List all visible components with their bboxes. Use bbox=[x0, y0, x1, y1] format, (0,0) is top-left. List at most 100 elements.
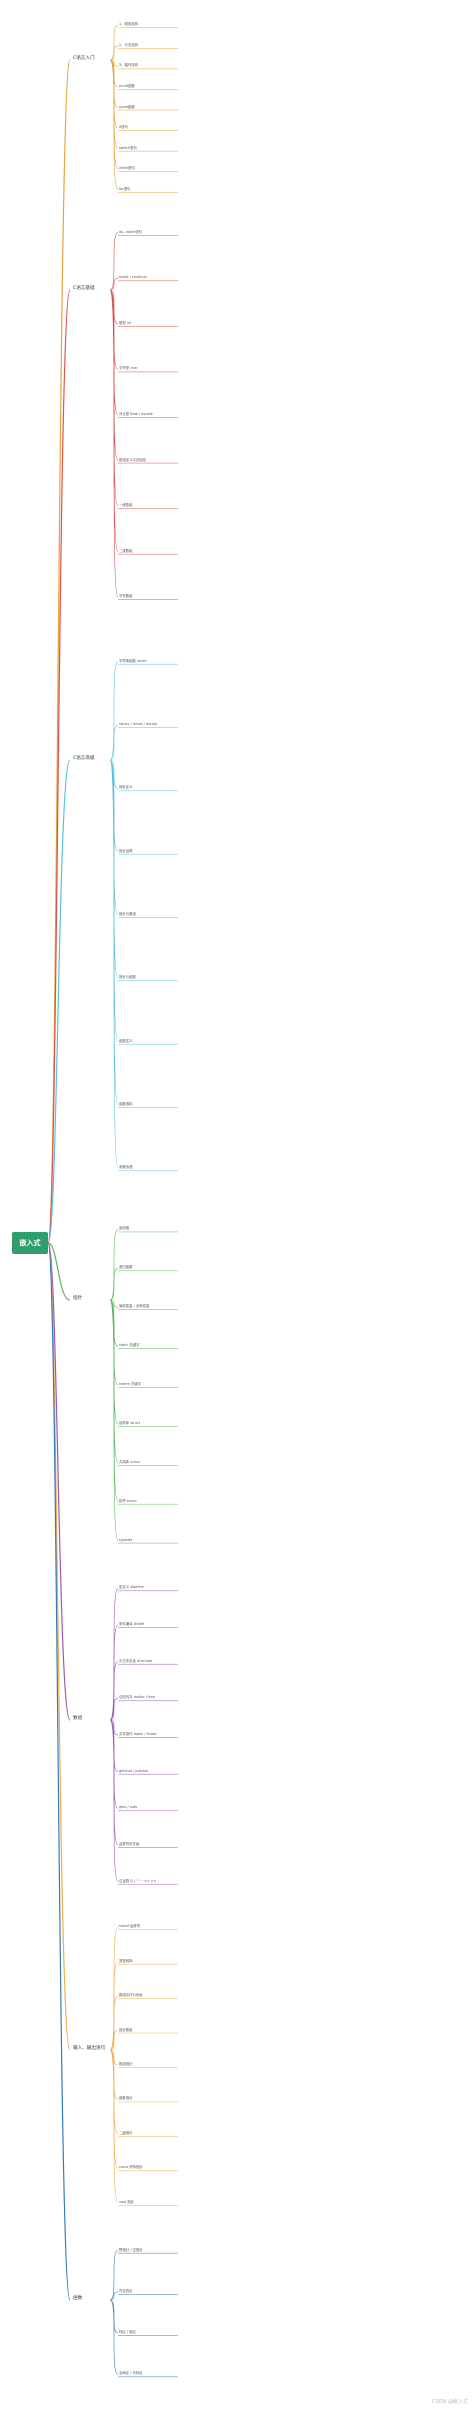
leaf-text: 函数指针 bbox=[119, 2096, 133, 2101]
leaf-text: 指针定义 bbox=[119, 785, 133, 790]
leaf-connector bbox=[109, 1961, 119, 2051]
leaf-text: 枚举 enum bbox=[119, 1498, 137, 1503]
leaf-text: 全局区 / 代码区 bbox=[119, 2371, 143, 2376]
branch-label: 指针 bbox=[72, 1296, 84, 1302]
root-label: 嵌入式 bbox=[19, 1239, 41, 1247]
leaf-connector bbox=[109, 1299, 119, 1541]
branch-connector bbox=[47, 759, 71, 1244]
leaf-text: switch语句 bbox=[119, 145, 137, 150]
leaf-text: typedef bbox=[119, 1537, 133, 1542]
branch-connector bbox=[47, 1242, 71, 1301]
leaf-text: 运算符优先级 bbox=[119, 1842, 140, 1846]
leaf-text: while语句 bbox=[119, 166, 135, 171]
leaf-text: 文件操作 fopen / fclose bbox=[119, 1732, 157, 1736]
leaf-text: 结构体 struct bbox=[119, 1420, 141, 1425]
leaf-connector bbox=[109, 232, 119, 291]
leaf-text: 内存四区 bbox=[119, 2288, 133, 2293]
leaf-connector bbox=[109, 1719, 119, 1882]
leaf-text: 整型 int bbox=[119, 320, 132, 325]
branch-label: 输入、输出语句 bbox=[72, 2046, 107, 2052]
leaf-text: 指针与数组 bbox=[119, 912, 136, 916]
leaf-connector bbox=[109, 24, 119, 61]
leaf-connector bbox=[109, 1698, 119, 1721]
leaf-text: 头文件包含 #include bbox=[119, 1658, 153, 1663]
connector-lines bbox=[47, 24, 178, 2378]
leaf-connector bbox=[109, 1299, 119, 1308]
leaf-text: 指针与函数 bbox=[119, 975, 136, 980]
leaf-text: 位运算 & | ^ ~ << >> bbox=[119, 1878, 157, 1883]
leaf-text: 一维数组 bbox=[119, 503, 133, 508]
leaf-connector bbox=[109, 2049, 119, 2204]
branch-connector bbox=[47, 1242, 71, 2051]
leaf-connector bbox=[109, 2299, 119, 2375]
leaf-text: 1、顺序结构 bbox=[119, 22, 139, 27]
branch-label: 函数 bbox=[72, 2296, 84, 2302]
leaf-connector bbox=[109, 1661, 119, 1721]
branch-connector bbox=[47, 1242, 71, 2301]
leaf-text: 浮点型 float / double bbox=[119, 412, 153, 416]
leaf-text: 栈区 / 堆区 bbox=[119, 2330, 136, 2335]
leaf-text: 野指针 / 空指针 bbox=[119, 2247, 143, 2252]
leaf-connector bbox=[109, 2250, 119, 2301]
branch-label: C语言入门 bbox=[72, 56, 96, 62]
leaf-text: 二维数组 bbox=[119, 548, 133, 553]
leaf-text: for语句 bbox=[119, 186, 131, 191]
leaf-connector bbox=[109, 59, 119, 191]
leaf-text: 局部变量 / 全局变量 bbox=[119, 1304, 150, 1309]
leaf-connector bbox=[109, 2030, 119, 2051]
watermark: CSDN @嵌入式 bbox=[432, 2399, 468, 2405]
leaf-text: 函数定义 bbox=[119, 1038, 133, 1043]
leaf-text: 2、分支结构 bbox=[119, 42, 139, 47]
leaf-connector bbox=[109, 759, 119, 789]
leaf-text: do...while语句 bbox=[119, 229, 143, 234]
leaf-text: 字符型 char bbox=[119, 366, 138, 371]
leaf-text: 二级指针 bbox=[119, 2130, 133, 2135]
leaf-connector bbox=[109, 661, 119, 761]
leaf-text: 数组指针 bbox=[119, 2062, 133, 2066]
leaf-text: 参数传递 bbox=[119, 1165, 133, 1170]
leaf-text: void 指针 bbox=[119, 2199, 135, 2204]
leaf-connector bbox=[109, 1229, 119, 1301]
leaf-text: 数组名作为地址 bbox=[119, 1993, 143, 1998]
leaf-text: gets / puts bbox=[119, 1805, 138, 1810]
leaf-text: sizeof 运算符 bbox=[119, 1924, 141, 1929]
branch-label: C语言高级 bbox=[72, 756, 96, 762]
branch-connector bbox=[47, 1242, 71, 1721]
leaf-text: strcpy / strcat / strcmp bbox=[119, 722, 158, 726]
leaf-text: 函数调用 bbox=[119, 1102, 133, 1106]
leaf-text: 类型转换 bbox=[119, 1958, 133, 1963]
leaf-text: 3、循环结构 bbox=[119, 63, 139, 68]
leaf-text: 动态内存 malloc / free bbox=[119, 1695, 155, 1700]
leaf-text: 字符串函数 strlen bbox=[119, 658, 147, 663]
leaf-connector bbox=[109, 1624, 119, 1721]
leaf-text: if语句 bbox=[119, 125, 128, 130]
leaf-text: break / continue bbox=[119, 275, 147, 280]
leaf-text: extern 关键字 bbox=[119, 1382, 142, 1386]
branch-connector bbox=[47, 59, 71, 1244]
branch-label: C语言基础 bbox=[72, 286, 96, 292]
leaf-text: getchar / putchar bbox=[119, 1768, 149, 1773]
leaf-connector bbox=[109, 759, 119, 1169]
branch-label: 数组 bbox=[72, 1716, 84, 1722]
leaf-connector bbox=[109, 45, 119, 61]
leaf-text: 指针数组 bbox=[119, 2027, 133, 2032]
root-node: 嵌入式 bbox=[12, 1232, 48, 1254]
leaf-text: 返回值 bbox=[119, 1226, 130, 1231]
leaf-connector bbox=[109, 278, 119, 291]
leaf-text: 字符数组 bbox=[119, 594, 133, 599]
leaf-connector bbox=[109, 1268, 119, 1301]
leaf-connector bbox=[109, 289, 119, 598]
leaf-text: 指针运算 bbox=[119, 848, 133, 853]
leaf-text: 数组定义与初始化 bbox=[119, 457, 147, 462]
leaf-text: static 关键字 bbox=[119, 1343, 140, 1348]
leaf-connector bbox=[109, 1995, 119, 2051]
leaf-text: 条件编译 #ifdef bbox=[119, 1622, 145, 1626]
leaf-text: printf函数 bbox=[119, 83, 135, 88]
leaf-connector bbox=[109, 2291, 119, 2301]
leaf-text: 共用体 union bbox=[119, 1459, 140, 1464]
leaf-text: 递归函数 bbox=[119, 1265, 133, 1270]
leaf-text: const 修饰指针 bbox=[119, 2165, 143, 2170]
leaf-text: scanf函数 bbox=[119, 104, 135, 109]
leaf-text: 宏定义 #define bbox=[119, 1585, 144, 1590]
